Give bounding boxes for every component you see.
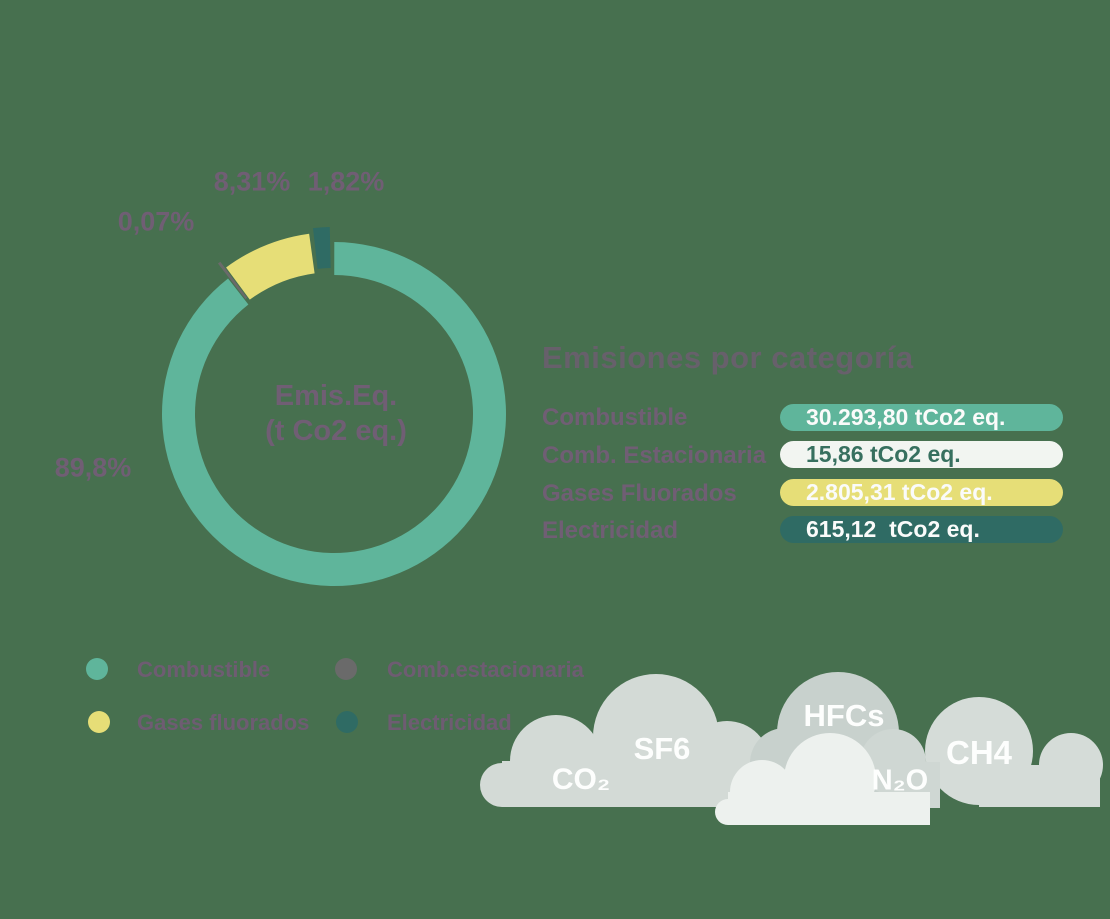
pct-label-gases-fluorados: 8,31% (213, 166, 291, 197)
value-badge-electricidad: 615,12 tCo2 eq. (780, 516, 1063, 543)
legend-dot-electricidad (336, 711, 358, 733)
cloud-label-n2o: N₂O (871, 764, 929, 797)
pct-label-combustible: 89,8% (54, 452, 132, 483)
panel-title: Emisiones por categoría (542, 340, 914, 375)
category-label-electricidad: Electricidad (542, 517, 679, 544)
legend-label-combustible: Combustible (137, 657, 271, 682)
donut-center-line2: (t Co2 eq.) (265, 415, 407, 447)
value-badge-comb-estacionaria: 15,86 tCo2 eq. (780, 441, 1063, 468)
cloud-foreground (715, 733, 930, 825)
legend-dot-comb-estacionaria (335, 658, 357, 680)
donut-center-line1: Emis.Eq. (274, 380, 398, 412)
category-label-gases-fluorados: Gases Fluorados (542, 480, 737, 507)
legend-label-comb-estacionaria: Comb.estacionaria (387, 657, 584, 682)
donut-segment-gases-fluorados (226, 233, 315, 300)
legend-dot-combustible (86, 658, 108, 680)
legend-label-electricidad: Electricidad (387, 710, 512, 735)
pct-label-electricidad: 1,82% (307, 166, 385, 197)
category-label-combustible: Combustible (542, 404, 688, 431)
legend-label-gases-fluorados: Gases fluorados (137, 710, 310, 735)
cloud-label-sf6: SF6 (633, 731, 691, 766)
clouds-illustration (480, 672, 1103, 825)
pct-label-comb-estacionaria: 0,07% (117, 206, 195, 237)
donut-segment-electricidad (312, 227, 331, 269)
value-badge-gases-fluorados: 2.805,31 tCo2 eq. (780, 479, 1063, 506)
donut-center-label: Emis.Eq. (t Co2 eq.) (265, 379, 407, 449)
cloud-label-ch4: CH4 (945, 734, 1013, 771)
donut-chart (162, 227, 506, 587)
cloud-co2-sf6 (480, 674, 770, 807)
cloud-ch4 (925, 697, 1103, 807)
cloud-label-hfcs: HFCs (803, 698, 885, 733)
category-label-comb-estacionaria: Comb. Estacionaria (542, 442, 767, 469)
cloud-label-co2: CO₂ (551, 763, 611, 796)
legend-dot-gases-fluorados (88, 711, 110, 733)
donut-segment-comb-estacionaria (217, 261, 248, 300)
value-badge-combustible: 30.293,80 tCo2 eq. (780, 404, 1063, 431)
